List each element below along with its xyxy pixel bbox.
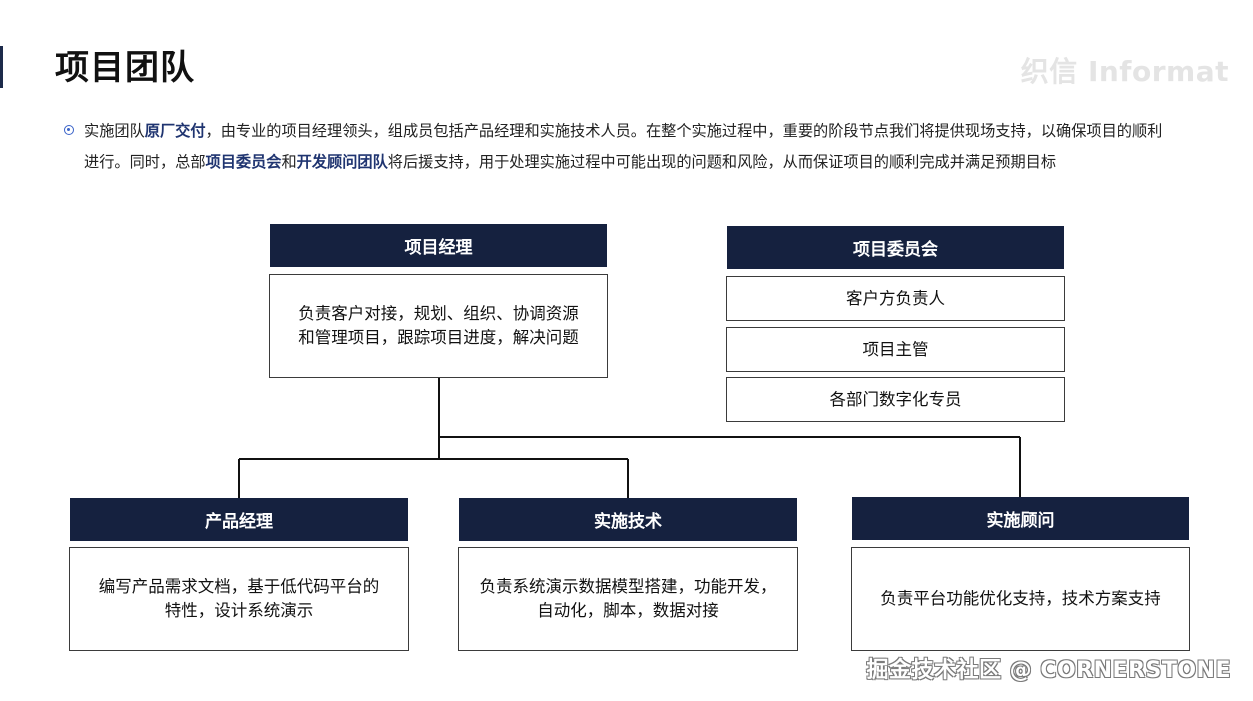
intro-text-3: 和 — [281, 153, 297, 171]
watermark: 掘金技术社区 @ CORNERSTONE — [866, 658, 1231, 683]
intro-text-2: ，由专业的项目经理领头，组成员包括产品经理和实施技术人员。在整个实施过程中，重要… — [84, 122, 1163, 171]
bullet-icon — [64, 125, 74, 135]
implementation-tech-description: 负责系统演示数据模型搭建，功能开发， 自动化，脚本，数据对接 — [458, 547, 798, 651]
pm-desc-line-2: 和管理项目，跟踪项目进度，解决问题 — [298, 328, 579, 347]
committee-member: 项目主管 — [726, 327, 1065, 372]
intro-paragraph: 实施团队原厂交付，由专业的项目经理领头，组成员包括产品经理和实施技术人员。在整个… — [84, 116, 1169, 178]
page-title: 项目团队 — [55, 48, 195, 88]
implementation-consultant-description: 负责平台功能优化支持，技术方案支持 — [851, 547, 1190, 651]
product-manager-header: 产品经理 — [70, 498, 408, 541]
intro-highlight-1: 原厂交付 — [144, 122, 206, 140]
product-desc-line-2: 特性，设计系统演示 — [164, 601, 314, 620]
consultant-desc-line-1: 负责平台功能优化支持，技术方案支持 — [880, 589, 1161, 608]
intro-text-4: 将后援支持，用于处理实施过程中可能出现的问题和风险，从而保证项目的顺利完成并满足… — [387, 153, 1056, 171]
tech-desc-line-1: 负责系统演示数据模型搭建，功能开发， — [479, 577, 777, 596]
tech-desc-line-2: 自动化，脚本，数据对接 — [537, 601, 719, 620]
committee-member: 各部门数字化专员 — [726, 377, 1065, 422]
implementation-consultant-header: 实施顾问 — [852, 497, 1189, 540]
title-accent-bar — [0, 46, 3, 88]
brand-logo: 织信 Informat — [1020, 55, 1229, 88]
intro-highlight-2: 项目委员会 — [205, 153, 282, 171]
implementation-tech-header: 实施技术 — [459, 498, 797, 541]
committee-header: 项目委员会 — [727, 226, 1064, 269]
pm-header: 项目经理 — [270, 224, 607, 267]
intro-text-1: 实施团队 — [84, 122, 145, 140]
product-manager-description: 编写产品需求文档，基于低代码平台的 特性，设计系统演示 — [69, 547, 409, 651]
intro-highlight-3: 开发顾问团队 — [296, 153, 388, 171]
committee-member: 客户方负责人 — [726, 276, 1065, 321]
pm-description: 负责客户对接，规划、组织、协调资源 和管理项目，跟踪项目进度，解决问题 — [269, 274, 608, 378]
pm-desc-line-1: 负责客户对接，规划、组织、协调资源 — [298, 304, 579, 323]
product-desc-line-1: 编写产品需求文档，基于低代码平台的 — [98, 577, 380, 596]
